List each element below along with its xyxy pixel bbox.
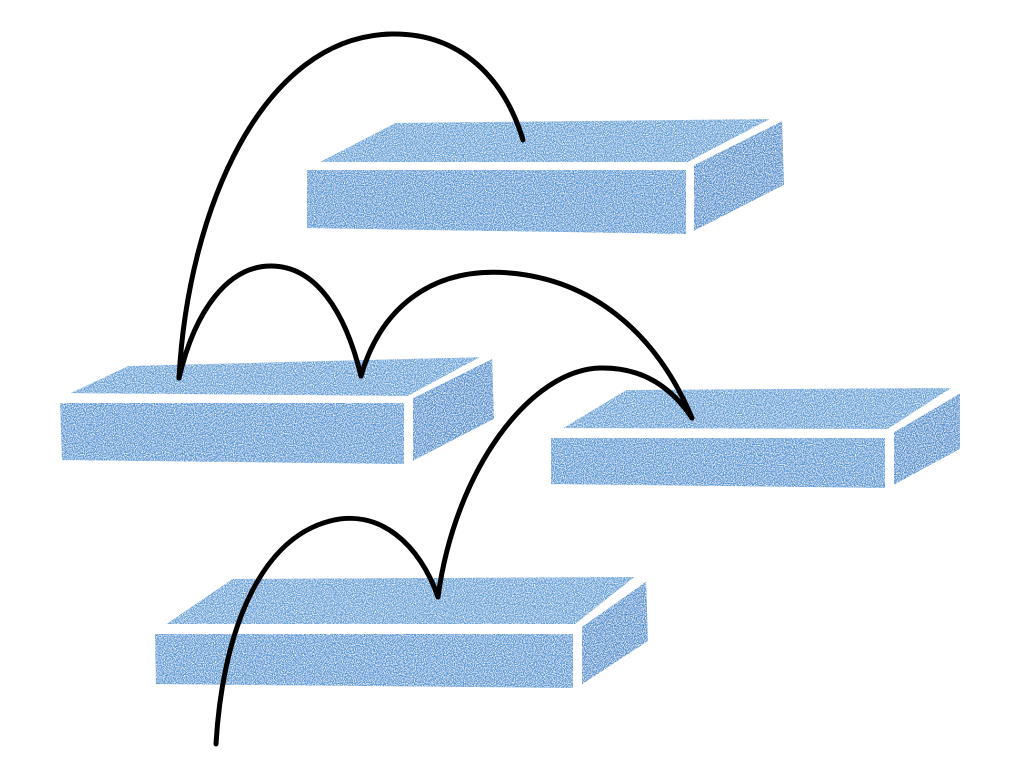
top-platform-side-face <box>690 116 788 236</box>
middle-right-platform-top-face <box>554 384 960 433</box>
jump-path-right-to-middle-left-platform <box>358 269 695 421</box>
top-platform-front-face <box>303 166 690 238</box>
middle-left-platform-side-face <box>409 354 498 466</box>
top-platform-top-face <box>310 115 780 166</box>
jump-path-bottom-to-right-platform <box>435 365 695 600</box>
bottom-platform <box>151 573 652 692</box>
middle-left-platform-front-face <box>56 399 408 468</box>
bottom-platform-top-face <box>158 573 642 628</box>
bottom-platform-side-face <box>578 576 652 690</box>
jump-path <box>176 31 695 747</box>
bottom-platform-front-face <box>151 630 577 692</box>
jump-path-start-to-bottom-platform <box>213 515 441 747</box>
jump-path-small-hop <box>176 263 364 381</box>
top-platform <box>303 115 788 238</box>
middle-left-platform <box>56 353 498 468</box>
jump-path-to-top-platform <box>176 31 526 381</box>
middle-right-platform-side-face <box>890 388 964 490</box>
middle-right-platform <box>547 384 964 492</box>
middle-right-platform-front-face <box>547 434 889 492</box>
middle-left-platform-top-face <box>60 353 490 400</box>
